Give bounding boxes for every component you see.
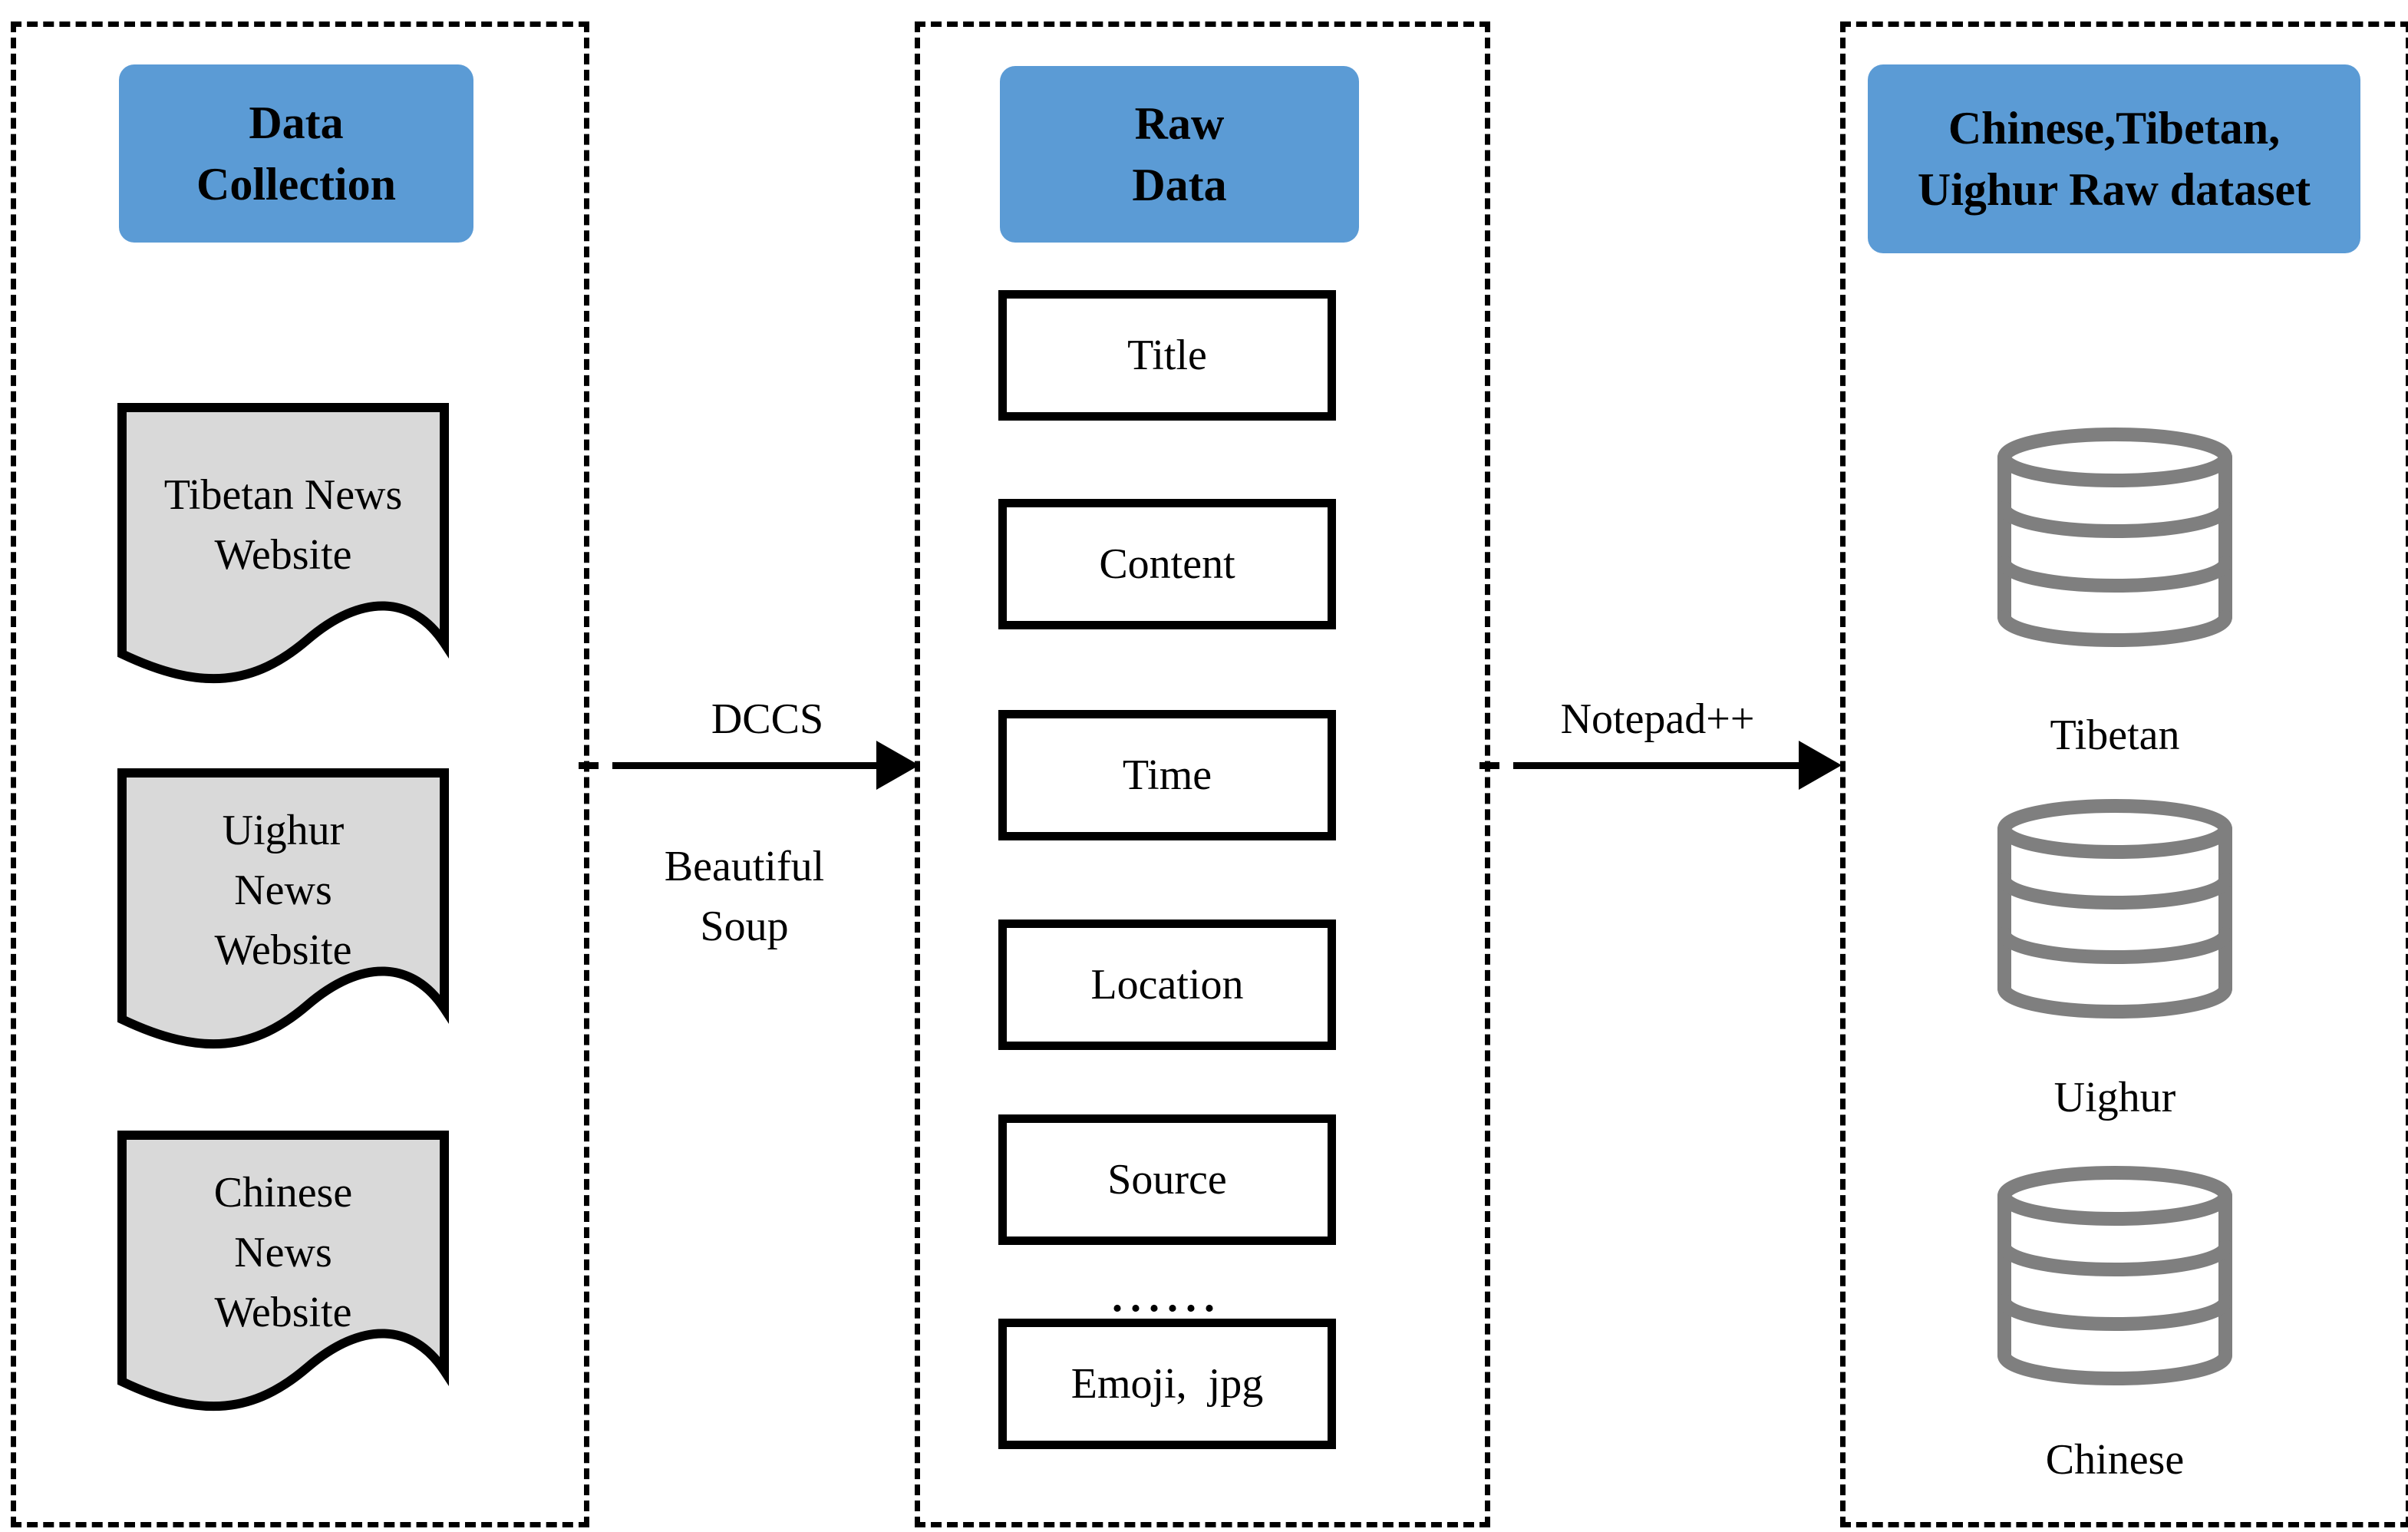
arrow-shaft [612,761,876,769]
panel-raw-dataset [1840,21,2408,1527]
database-cylinder-icon [1991,425,2239,649]
arrowhead-right-icon [876,741,919,790]
arrow2-label: Notepad++ [1560,695,1755,743]
database-cylinder-icon [1991,797,2239,1021]
document-tibetan-news-website: Tibetan News Website [117,402,450,695]
document-wave-icon [117,1131,449,1411]
arrow-raw-to-dataset [1479,738,1842,792]
field-box-emoji-jpg: Emoji, jpg [998,1319,1336,1449]
document-label: Uighur News Website [214,807,352,974]
document-chinese-news-website: Chinese News Website [117,1130,450,1423]
document-label: Tibetan News Website [163,471,403,579]
field-box-time: Time [998,710,1336,840]
arrow-collection-to-raw [579,738,919,792]
database-label-uighur: Uighur [2053,1074,2176,1121]
raw-dataset-header: Chinese,Tibetan, Uighur Raw dataset [1868,64,2360,253]
document-uighur-news-website: Uighur News Website [117,768,450,1061]
ellipsis-dots: ...... [1112,1273,1222,1321]
document-wave-icon [117,768,449,1049]
arrow1-bottom-label: Beautiful Soup [664,843,825,950]
arrow-dash-gap [599,762,612,769]
arrow-start-dash [579,761,599,769]
panel-data-collection [11,21,589,1527]
arrow-dash-gap [1499,762,1513,769]
document-label: Chinese News Website [213,1169,353,1336]
field-box-source: Source [998,1114,1336,1245]
field-box-location: Location [998,920,1336,1050]
arrow-start-dash [1479,761,1499,769]
arrow-shaft [1513,761,1799,769]
data-collection-header: Data Collection [119,64,473,243]
field-box-title: Title [998,290,1336,421]
raw-data-header: Raw Data [1000,66,1359,243]
document-wave-icon [117,403,449,684]
database-label-tibetan: Tibetan [2050,712,2180,759]
arrowhead-right-icon [1799,741,1842,790]
database-cylinder-icon [1991,1164,2239,1388]
field-box-content: Content [998,499,1336,629]
database-label-chinese: Chinese [2045,1436,2185,1484]
arrow1-top-label: DCCS [711,695,824,743]
